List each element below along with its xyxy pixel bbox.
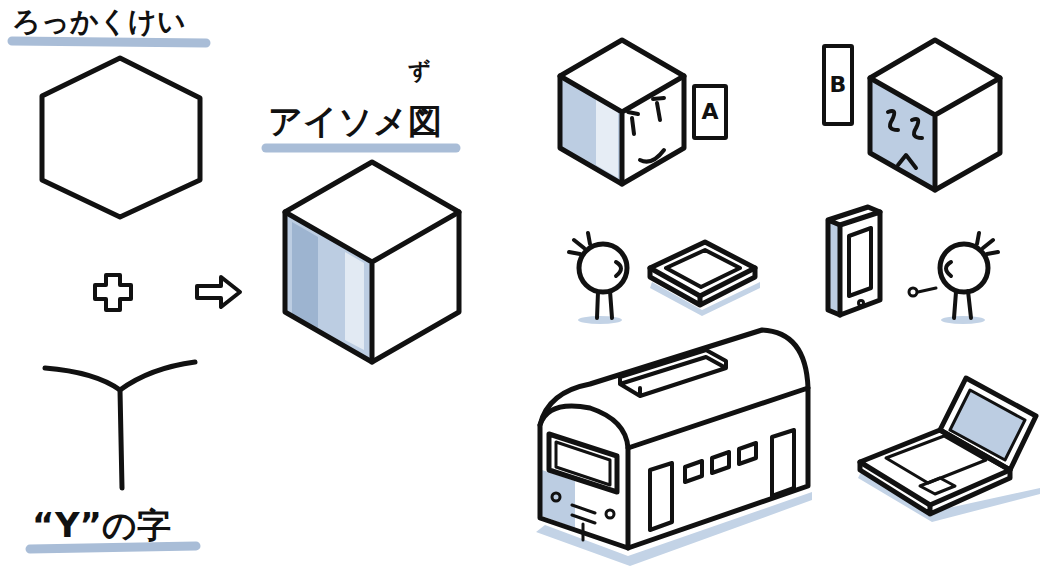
- laptop-keyboard: [886, 436, 986, 483]
- cube-shade: [345, 252, 364, 350]
- card-letter: B: [830, 74, 847, 96]
- phone-button: [859, 301, 864, 306]
- cube: [870, 40, 1000, 190]
- shadows: [536, 282, 1040, 566]
- bird-shadow: [578, 316, 622, 324]
- train-window: [549, 434, 617, 492]
- train-roof: [540, 330, 808, 425]
- laptop-display: [950, 390, 1025, 460]
- laptop-touchpad: [920, 478, 955, 494]
- tablet-screen: [666, 250, 740, 287]
- bird-shadow: [941, 316, 985, 324]
- train-grille: [572, 505, 595, 540]
- cube-face: [898, 155, 916, 168]
- sketch-label: “Y”の字: [32, 508, 171, 542]
- cube-edge: [285, 212, 459, 362]
- bird-tuft: [569, 233, 590, 254]
- sketch-label: アイソメ図: [268, 104, 442, 138]
- label-underline: [266, 144, 456, 153]
- cube: [560, 40, 684, 184]
- cube-face: [888, 111, 922, 138]
- cube-face: [640, 150, 664, 162]
- laptop-base: [860, 430, 1010, 505]
- train-light: [606, 510, 614, 518]
- train-door: [772, 430, 794, 496]
- label-underline: [30, 546, 196, 549]
- sketch-label: ず: [408, 60, 431, 82]
- cube: [285, 162, 459, 362]
- bird-eye: [946, 262, 951, 276]
- underlines: [12, 41, 456, 549]
- train-light: [552, 493, 560, 501]
- card-letter: A: [701, 101, 718, 123]
- hexagon: [42, 58, 200, 217]
- bird-tuft: [977, 233, 998, 254]
- laptop-base: [860, 462, 1010, 514]
- plus-symbol: [95, 275, 131, 310]
- sketch-label: ろっかくけい: [12, 8, 186, 36]
- phone: [828, 207, 880, 315]
- cube-edge: [870, 78, 1000, 190]
- phone: [840, 212, 880, 315]
- train-side: [628, 388, 808, 548]
- bird-leg: [954, 291, 971, 318]
- cube-edge: [560, 76, 684, 184]
- bird: [579, 244, 627, 292]
- train-window: [556, 442, 610, 485]
- letter-card: B: [822, 44, 854, 126]
- bird-leg: [597, 291, 612, 318]
- train-side-window: [685, 443, 756, 482]
- bird-beak: [918, 288, 936, 292]
- bird: [940, 244, 988, 292]
- train-roof-box: [620, 350, 726, 396]
- train-door: [650, 463, 672, 530]
- train-front: [540, 406, 628, 548]
- y-shape: [45, 362, 195, 390]
- y-shape: [120, 390, 122, 488]
- letter-card: A: [692, 84, 728, 140]
- phone-screen: [849, 228, 871, 296]
- label-underline: [12, 41, 206, 43]
- arrow-symbol: [197, 277, 240, 307]
- cube-face: [628, 98, 664, 134]
- cube-shade: [292, 222, 318, 330]
- bird-beak: [909, 288, 917, 296]
- ink: [42, 40, 1036, 548]
- bird-eye: [616, 262, 621, 276]
